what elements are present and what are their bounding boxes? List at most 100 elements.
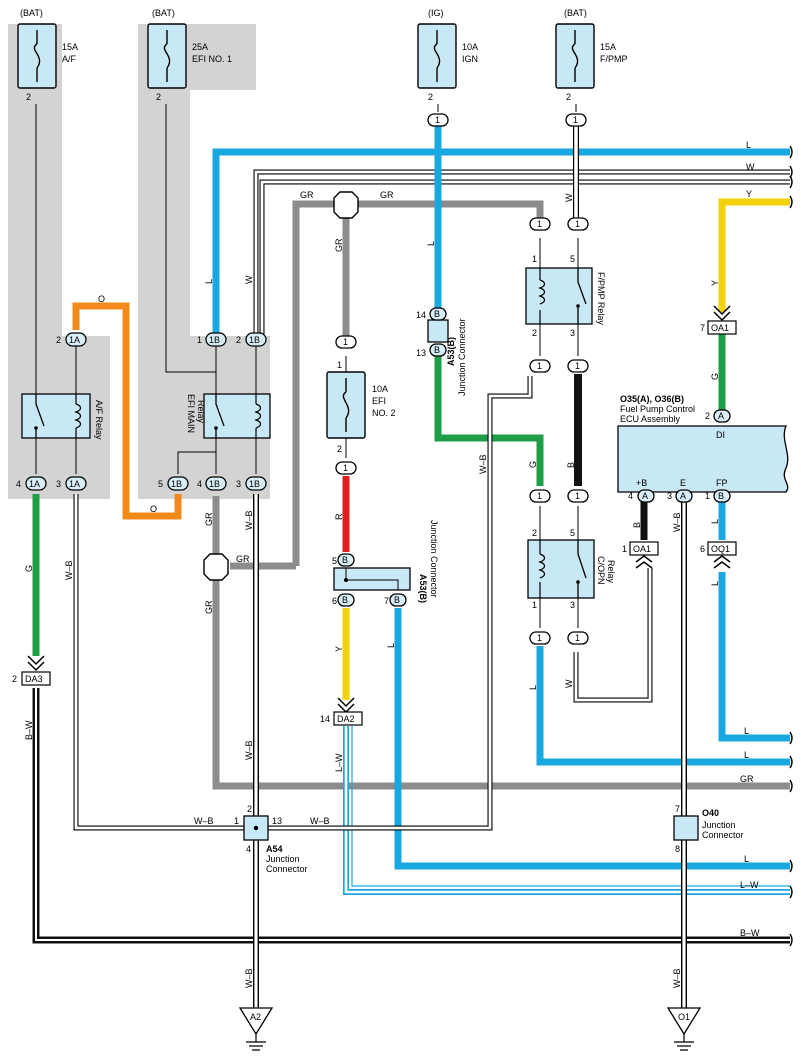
ecu-name: ECU Assembly: [620, 414, 681, 424]
terminal-label: 1: [575, 491, 580, 501]
source-label: (BAT): [20, 8, 43, 18]
pin-number: 4: [197, 479, 202, 489]
wire-code: R: [334, 513, 344, 520]
pin-number: 2: [56, 335, 61, 345]
terminals-1a-1b: 1A 2 1B 1 1B 2 1A 4 1A 3 1B 5 1B 4 1B 3: [16, 332, 267, 491]
fpmp-relay: F/PMP Relay 1 5 2 3: [525, 254, 606, 338]
wire-code: B–W: [24, 720, 34, 740]
fuel-pump-control-ecu: O35(A), O36(B) Fuel Pump Control ECU Ass…: [617, 394, 789, 493]
wire-code: W–B: [194, 816, 214, 826]
ecu-name: Fuel Pump Control: [620, 404, 695, 414]
wire-code: W: [564, 193, 574, 202]
connector-label: OA1: [633, 544, 651, 554]
pin-number: 7: [384, 596, 389, 606]
wire-code: W: [244, 275, 254, 284]
terminal-label: B: [718, 491, 724, 501]
terminal-label: 1A: [69, 335, 80, 345]
pin-number: 2: [532, 528, 537, 538]
pin-number: 2: [428, 92, 433, 102]
connector-oa1-bottom: OA1 1: [622, 541, 659, 569]
terminal-label: B: [434, 345, 440, 355]
terminal-label: 1: [537, 361, 542, 371]
wire-code: B–W: [740, 928, 760, 938]
wire-labels: L W Y O O GR GR GR GR L L L L–W B–W W–B …: [24, 140, 760, 988]
terminal-label: 1: [537, 219, 542, 229]
wire-code: Y: [710, 280, 720, 286]
connector-oa1-top: OA1 7: [700, 305, 737, 335]
terminal-label: 1: [435, 115, 440, 125]
pin-number: 14: [320, 714, 330, 724]
fuse-amp: 10A: [462, 42, 478, 52]
pin-number: 2: [247, 804, 252, 814]
terminal-label: B: [434, 309, 440, 319]
wire-code: L: [426, 241, 436, 246]
pin-number: 3: [236, 479, 241, 489]
wire-code: L–W: [740, 880, 759, 890]
pin-number: 5: [570, 528, 575, 538]
fuse-af: 15A A/F 2: [17, 23, 78, 102]
relay-label: C/OPN: [596, 556, 606, 585]
pin-number: 3: [570, 600, 575, 610]
source-label: (BAT): [152, 8, 175, 18]
wire-code: W–B: [244, 510, 254, 530]
terminals-1: 1 1 1 1 1 1 1 1 1 1 1 1: [335, 113, 589, 645]
junction-id: O40: [702, 808, 719, 818]
ecu-pin-label: E: [680, 478, 686, 488]
ecu-id: O35(A), O36(B): [620, 394, 684, 404]
wire-code: L: [744, 726, 749, 736]
wire-code: L–W: [334, 753, 344, 772]
pin-number: 14: [416, 310, 426, 320]
pin-number: 2: [156, 92, 161, 102]
copn-relay: C/OPN Relay 2 5 1 3: [527, 528, 616, 610]
junction-name: Junction: [266, 854, 300, 864]
wire-code: L: [386, 643, 396, 648]
pin-number: 3: [667, 491, 672, 501]
fuse-name: EFI NO. 1: [192, 54, 232, 64]
pin-number: 1: [622, 544, 627, 554]
source-label: (IG): [428, 8, 444, 18]
junction-name: Junction: [702, 820, 736, 830]
wire-code: W–B: [244, 968, 254, 988]
pin-number: 1: [532, 254, 537, 264]
wire-code: W–B: [310, 816, 330, 826]
fuse-efi-no2: 10A EFI NO. 2 1 2: [326, 360, 396, 454]
junction-a53-bottom: A53(B) Junction Connector 5 6 7: [332, 520, 439, 606]
pin-number: 2: [705, 411, 710, 421]
pin-number: 3: [570, 328, 575, 338]
pin-number: 2: [337, 444, 342, 454]
terminal-label: B: [394, 595, 400, 605]
pin-number: 1: [337, 360, 342, 370]
fuse-amp: 25A: [192, 42, 208, 52]
terminal-label: 1B: [249, 335, 260, 345]
wires: [32, 104, 790, 1008]
junction-a54: 2 1 4 13 A54 Junction Connector: [234, 804, 308, 874]
wire-code: L: [744, 854, 749, 864]
pin-number: 6: [332, 596, 337, 606]
fuse-amp: 15A: [600, 42, 616, 52]
pin-number: 2: [26, 92, 31, 102]
fuse-name: NO. 2: [372, 408, 396, 418]
terminal-label: B: [342, 555, 348, 565]
pin-number: 5: [332, 556, 337, 566]
pin-number: 7: [675, 804, 680, 814]
pin-number: 6: [700, 544, 705, 554]
junction-a53-top: A53(B) Junction Connector 14 13: [416, 310, 467, 396]
junction-id: A53(B): [418, 574, 428, 603]
connector-label: DA3: [25, 674, 43, 684]
relay-label: Relay: [196, 400, 206, 424]
pin-number: 1: [234, 816, 239, 826]
junction-id: A54: [266, 844, 283, 854]
wire-code: L: [528, 685, 538, 690]
wire-code: GR: [204, 600, 214, 614]
wire-break-marks: [789, 145, 793, 947]
terminal-label: 1A: [69, 479, 80, 489]
wire-code: GR: [740, 774, 754, 784]
pin-number: 1: [705, 491, 710, 501]
terminal-label: 1: [537, 633, 542, 643]
pin-number: 8: [675, 844, 680, 854]
terminal-label: 1B: [171, 479, 182, 489]
pin-number: 2: [12, 674, 17, 684]
wire-code: L: [710, 581, 720, 586]
connector-label: OQ1: [711, 544, 730, 554]
